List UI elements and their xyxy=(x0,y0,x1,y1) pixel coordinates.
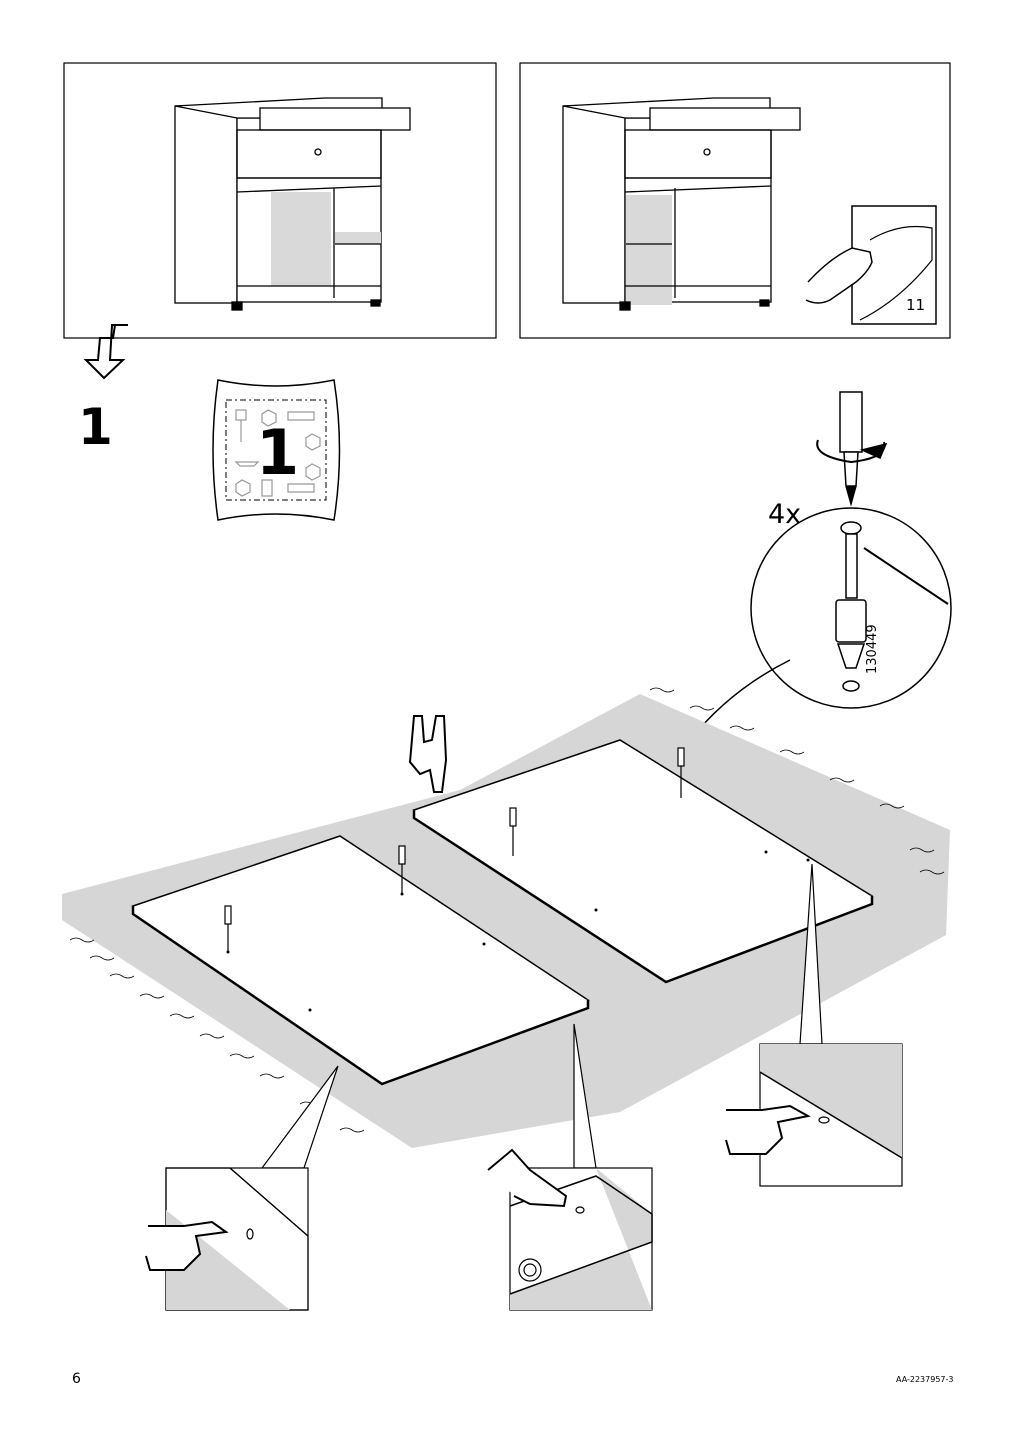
panel-finished-unit-left xyxy=(63,62,497,339)
hardware-bag-icon xyxy=(212,379,341,521)
cam-dowel-detail xyxy=(689,507,952,741)
hardware-bag-number: 1 xyxy=(256,416,300,489)
part-number: 130449 xyxy=(865,624,880,674)
callout-right-edge xyxy=(725,863,903,1187)
quantity-label: 4x xyxy=(768,499,802,530)
panel-right xyxy=(412,739,874,984)
continue-arrow-icon xyxy=(83,324,128,380)
reference-page-number: 11 xyxy=(906,296,926,314)
page-number: 6 xyxy=(72,1371,81,1387)
callout-left-edge xyxy=(145,1065,339,1311)
panel-finished-unit-right xyxy=(519,62,951,339)
panel-left xyxy=(131,835,590,1086)
screwdriver-icon xyxy=(816,391,888,507)
callout-middle-edge xyxy=(487,1023,653,1311)
pointing-hand-icon xyxy=(408,715,448,793)
document-code: AA-2237957-3 xyxy=(896,1375,954,1384)
step-number: 1 xyxy=(78,398,113,456)
